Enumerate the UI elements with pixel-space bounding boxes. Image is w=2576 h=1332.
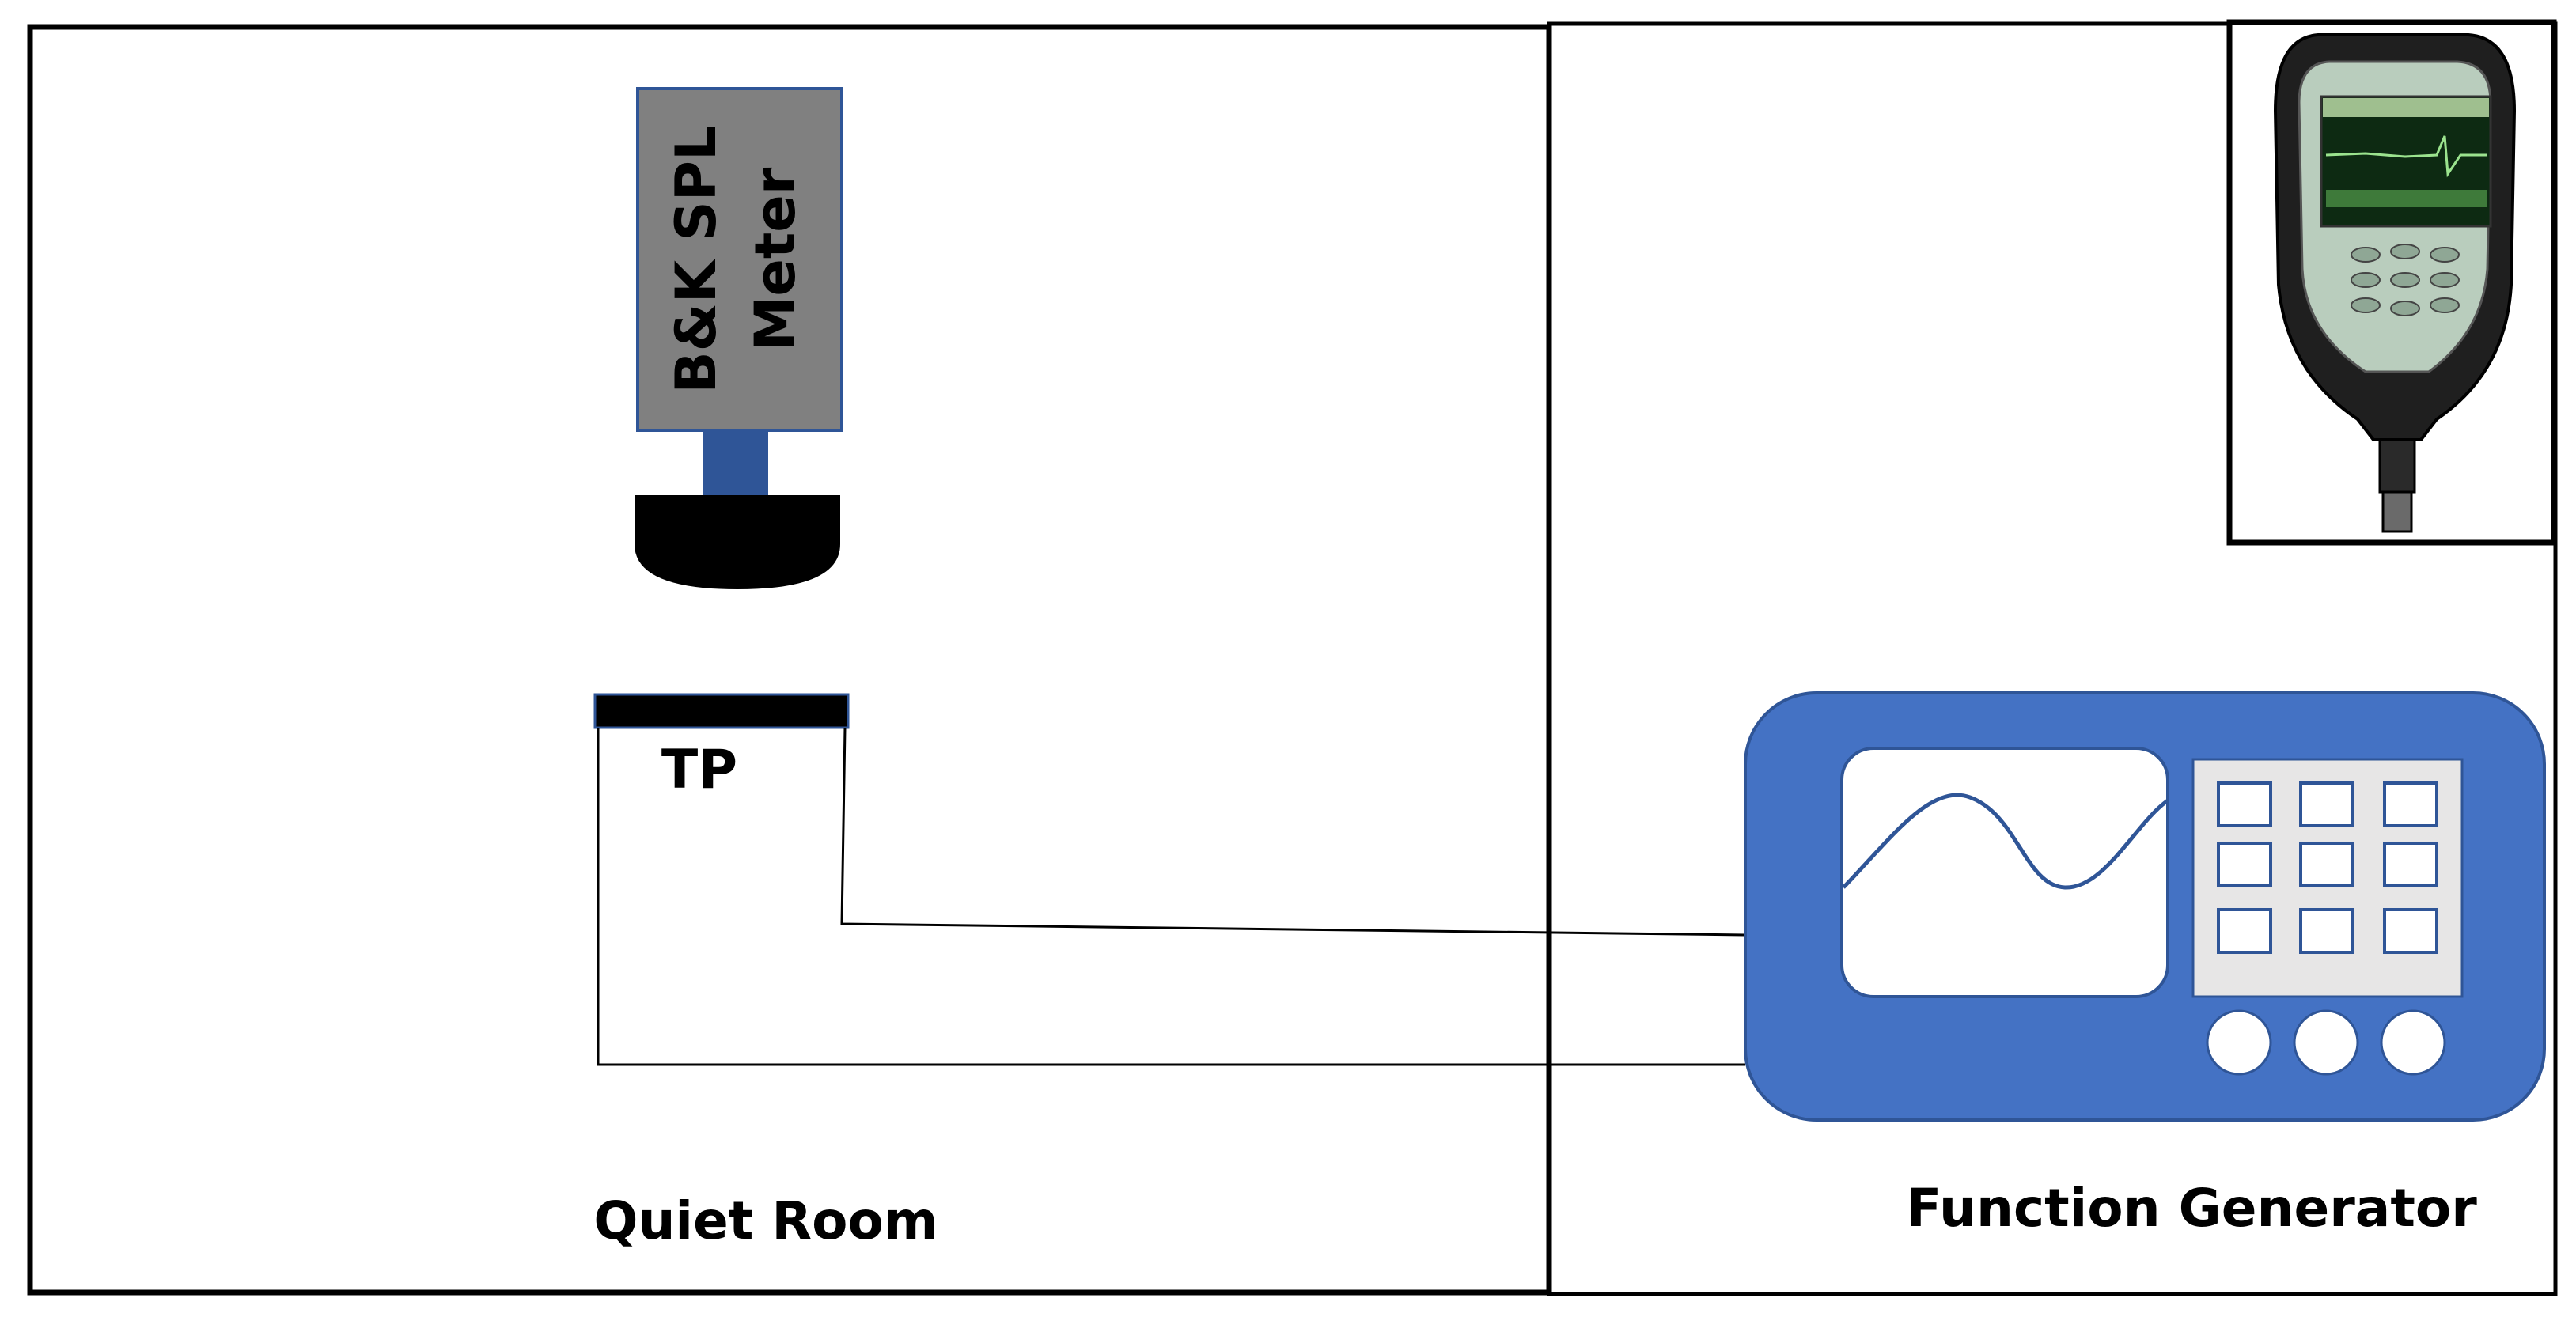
meter-lcd-bar [2326,190,2487,207]
meter-key [2430,247,2460,263]
meter-lcd-trace [2325,135,2487,178]
meter-key [2390,244,2420,259]
meter-key [2390,272,2420,288]
spl-meter-label-line2: Meter [743,167,808,351]
function-generator [1744,691,2546,1122]
spl-meter-label-line1: B&K SPL [664,125,729,393]
keypad-buttons [2217,781,2438,954]
quiet-room-label: Quiet Room [593,1190,938,1251]
tp-top-bar [593,693,850,729]
meter-key [2430,297,2460,313]
function-generator-label: Function Generator [1906,1178,2477,1239]
waveform-screen [1840,747,2169,998]
meter-keys [2351,244,2460,316]
spl-meter-body [636,87,843,432]
keypad-key [2217,781,2272,827]
meter-neck [2378,438,2416,494]
control-room-boundary [1547,21,2558,1296]
handheld-sound-level-meter-photo-icon [2273,33,2517,533]
meter-key [2430,272,2460,288]
meter-key [2390,301,2420,316]
tp-device: TP [593,693,850,801]
meter-microphone-tip [2381,490,2413,533]
signal-wire-upper [840,727,1746,937]
spl-meter-schematic: B&K SPL Meter [635,87,843,589]
keypad-key [2299,842,2354,887]
keypad-key [2299,781,2354,827]
keypad-key [2383,781,2438,827]
control-knobs [2206,1009,2446,1076]
meter-key [2351,247,2381,263]
signal-wire-lower [597,728,1745,1066]
control-knob [2206,1009,2272,1076]
meter-lcd-header [2323,98,2489,117]
spl-meter-stem [703,430,768,497]
keypad-key [2383,842,2438,887]
sine-wave-icon [1842,793,2169,890]
meter-photo-frame [2226,19,2557,546]
keypad-key [2299,908,2354,954]
microphone-head-icon [635,495,840,589]
meter-key [2351,297,2381,313]
control-knob [2380,1009,2446,1076]
control-knob [2293,1009,2359,1076]
meter-key [2351,272,2381,288]
tp-label: TP [661,739,737,801]
keypad-key [2383,908,2438,954]
keypad-key [2217,842,2272,887]
keypad-key [2217,908,2272,954]
